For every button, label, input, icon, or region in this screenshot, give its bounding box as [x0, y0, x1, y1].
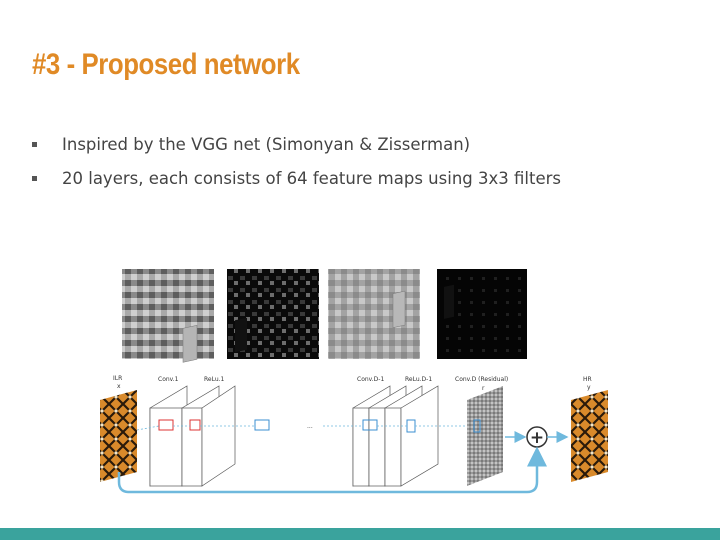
kernel-box-residual — [473, 419, 481, 433]
layer-block-group-2 — [352, 385, 439, 487]
label-input: ILR — [113, 375, 122, 382]
kernel-box-1 — [254, 419, 270, 431]
label-conv1: Conv.1 — [158, 376, 179, 383]
bullet-marker-icon — [32, 142, 37, 147]
skip-connection-arrow — [117, 446, 547, 494]
connection-lines-1 — [136, 425, 255, 431]
label-convd1: Conv.D-1 — [357, 376, 384, 383]
label-convd-residual: Conv.D (Residual) — [455, 376, 508, 383]
residual-image — [467, 386, 503, 486]
footer-bar — [0, 528, 720, 540]
feature-map-conv1 — [122, 269, 214, 359]
label-relud1: ReLu.D-1 — [405, 376, 432, 383]
slice-relud1 — [444, 284, 454, 319]
label-output-sub: y — [587, 384, 591, 391]
bullet-marker-icon — [32, 176, 37, 181]
bullet-text: 20 layers, each consists of 64 feature m… — [62, 169, 561, 188]
input-image — [100, 390, 137, 482]
slice-relu1 — [235, 317, 247, 353]
label-output: HR — [583, 376, 592, 383]
label-residual-sub: r — [482, 385, 485, 392]
slice-convd1 — [392, 290, 406, 328]
sum-node-plus: + — [530, 428, 544, 448]
output-image — [571, 390, 608, 482]
ellipsis: ... — [307, 423, 313, 430]
bullet-text: Inspired by the VGG net (Simonyan & Ziss… — [62, 135, 471, 154]
network-diagram: ILR x Conv.1 ReLu.1 Conv.D-1 ReLu.D-1 Co… — [100, 269, 608, 494]
label-relu1: ReLu.1 — [204, 376, 225, 383]
layer-block-group-1 — [149, 385, 236, 487]
label-input-sub: x — [117, 383, 121, 390]
slide-title: #3 - Proposed network — [32, 48, 300, 81]
feature-map-convd1 — [328, 269, 420, 359]
slice-conv1 — [182, 325, 198, 363]
